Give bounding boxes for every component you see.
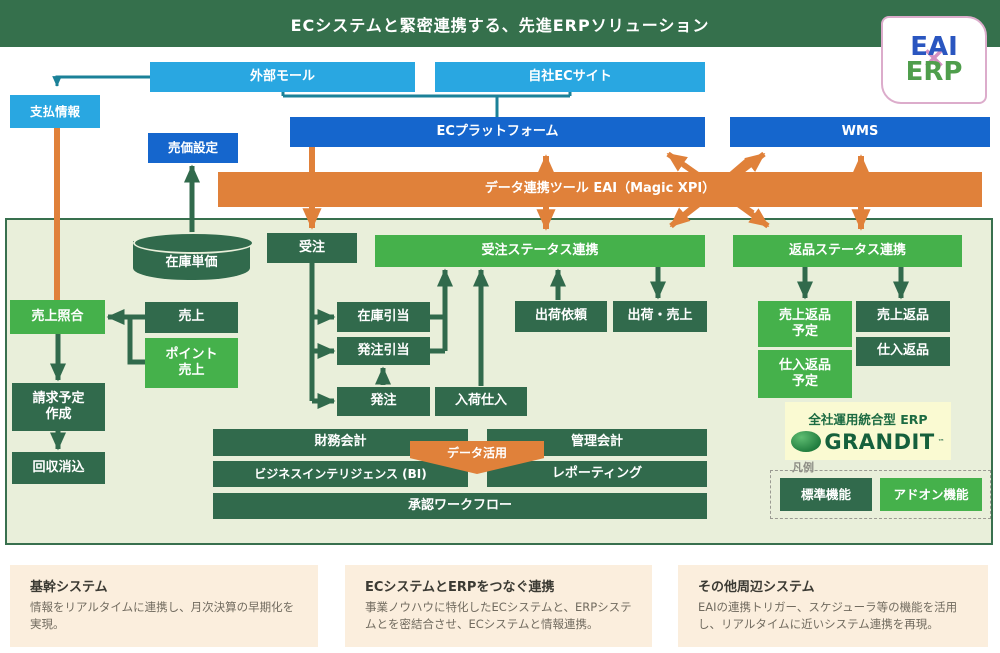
legend-standard-function: 標準機能 bbox=[780, 478, 872, 511]
box-order-status-link: 受注ステータス連携 bbox=[375, 235, 705, 267]
grandit-wordmark: GRANDIT bbox=[824, 429, 935, 454]
box-purchase-order: 発注 bbox=[337, 387, 430, 416]
card-body: 事業ノウハウに特化したECシステムと、ERPシステムとを密結合させ、ECシステム… bbox=[365, 600, 632, 632]
box-ec-platform: ECプラットフォーム bbox=[290, 117, 705, 147]
logo-cross-icon: × bbox=[921, 40, 947, 76]
card-title: ECシステムとERPをつなぐ連携 bbox=[365, 580, 555, 595]
card-body: EAIの連携トリガー、スケジューラ等の機能を活用し、リアルタイムに近いシステム連… bbox=[698, 600, 958, 632]
box-point-sales: ポイント 売上 bbox=[145, 338, 238, 388]
box-billing-schedule: 請求予定 作成 bbox=[12, 383, 105, 431]
box-inventory-allocation: 在庫引当 bbox=[337, 302, 430, 332]
grandit-brand-area: 全社運用統合型 ERP GRANDIT ™ bbox=[785, 402, 951, 460]
page-title: ECシステムと緊密連携する、先進ERPソリューション bbox=[290, 15, 710, 35]
green-connectors bbox=[50, 164, 910, 451]
legend-addon-function: アドオン機能 bbox=[880, 478, 982, 511]
box-payment-info: 支払情報 bbox=[10, 95, 100, 128]
card-title: その他周辺システム bbox=[698, 580, 815, 595]
legend-box bbox=[770, 470, 991, 519]
box-receiving-purchase: 入荷仕入 bbox=[435, 387, 527, 416]
box-order: 受注 bbox=[267, 233, 357, 263]
box-shipping-request: 出荷依頼 bbox=[515, 301, 607, 332]
eai-erp-logo: EAI × ERP bbox=[881, 16, 987, 104]
card-core-system: 基幹システム 情報をリアルタイムに連携し、月次決算の早期化を実現。 bbox=[10, 565, 318, 647]
grandit-logo: GRANDIT ™ bbox=[791, 429, 945, 454]
logo-erp-text: ERP bbox=[905, 57, 963, 87]
box-eai-bar: データ連携ツール EAI（Magic XPI） bbox=[218, 172, 982, 207]
cylinder-inventory-unit-price: 在庫単価 bbox=[133, 232, 254, 280]
box-return-status-link: 返品ステータス連携 bbox=[733, 235, 962, 267]
box-external-mall: 外部モール bbox=[150, 62, 415, 92]
card-ec-erp-link: ECシステムとERPをつなぐ連携 事業ノウハウに特化したECシステムと、ERPシ… bbox=[345, 565, 652, 647]
box-own-ec-site: 自社ECサイト bbox=[435, 62, 705, 92]
box-price-setting: 売価設定 bbox=[148, 133, 238, 163]
card-body: 情報をリアルタイムに連携し、月次決算の早期化を実現。 bbox=[30, 600, 295, 632]
box-purchase-return: 仕入返品 bbox=[856, 337, 950, 366]
grandit-ellipse-icon bbox=[791, 431, 822, 452]
box-po-allocation: 発注引当 bbox=[337, 337, 430, 365]
box-reporting: レポーティング bbox=[487, 461, 707, 487]
box-collection-clearing: 回収消込 bbox=[12, 452, 105, 484]
box-purchase-return-plan: 仕入返品 予定 bbox=[758, 350, 852, 398]
box-wms: WMS bbox=[730, 117, 990, 147]
box-sales-return: 売上返品 bbox=[856, 301, 950, 332]
card-title: 基幹システム bbox=[30, 580, 108, 595]
header-bar: ECシステムと緊密連携する、先進ERPソリューション bbox=[0, 0, 1000, 47]
erp-type-label: 全社運用統合型 ERP bbox=[808, 411, 928, 427]
card-peripheral-systems: その他周辺システム EAIの連携トリガー、スケジューラ等の機能を活用し、リアルタ… bbox=[678, 565, 988, 647]
box-sales-matching: 売上照合 bbox=[10, 300, 105, 334]
box-approval-workflow: 承認ワークフロー bbox=[213, 493, 707, 519]
box-sales: 売上 bbox=[145, 302, 238, 333]
teal-connectors bbox=[52, 75, 572, 117]
box-business-intelligence: ビジネスインテリジェンス (BI) bbox=[213, 461, 468, 487]
box-sales-return-plan: 売上返品 予定 bbox=[758, 301, 852, 347]
grandit-trademark: ™ bbox=[937, 437, 945, 446]
box-shipping-sales: 出荷・売上 bbox=[613, 301, 707, 332]
logo-eai-text: EAI bbox=[910, 32, 958, 63]
